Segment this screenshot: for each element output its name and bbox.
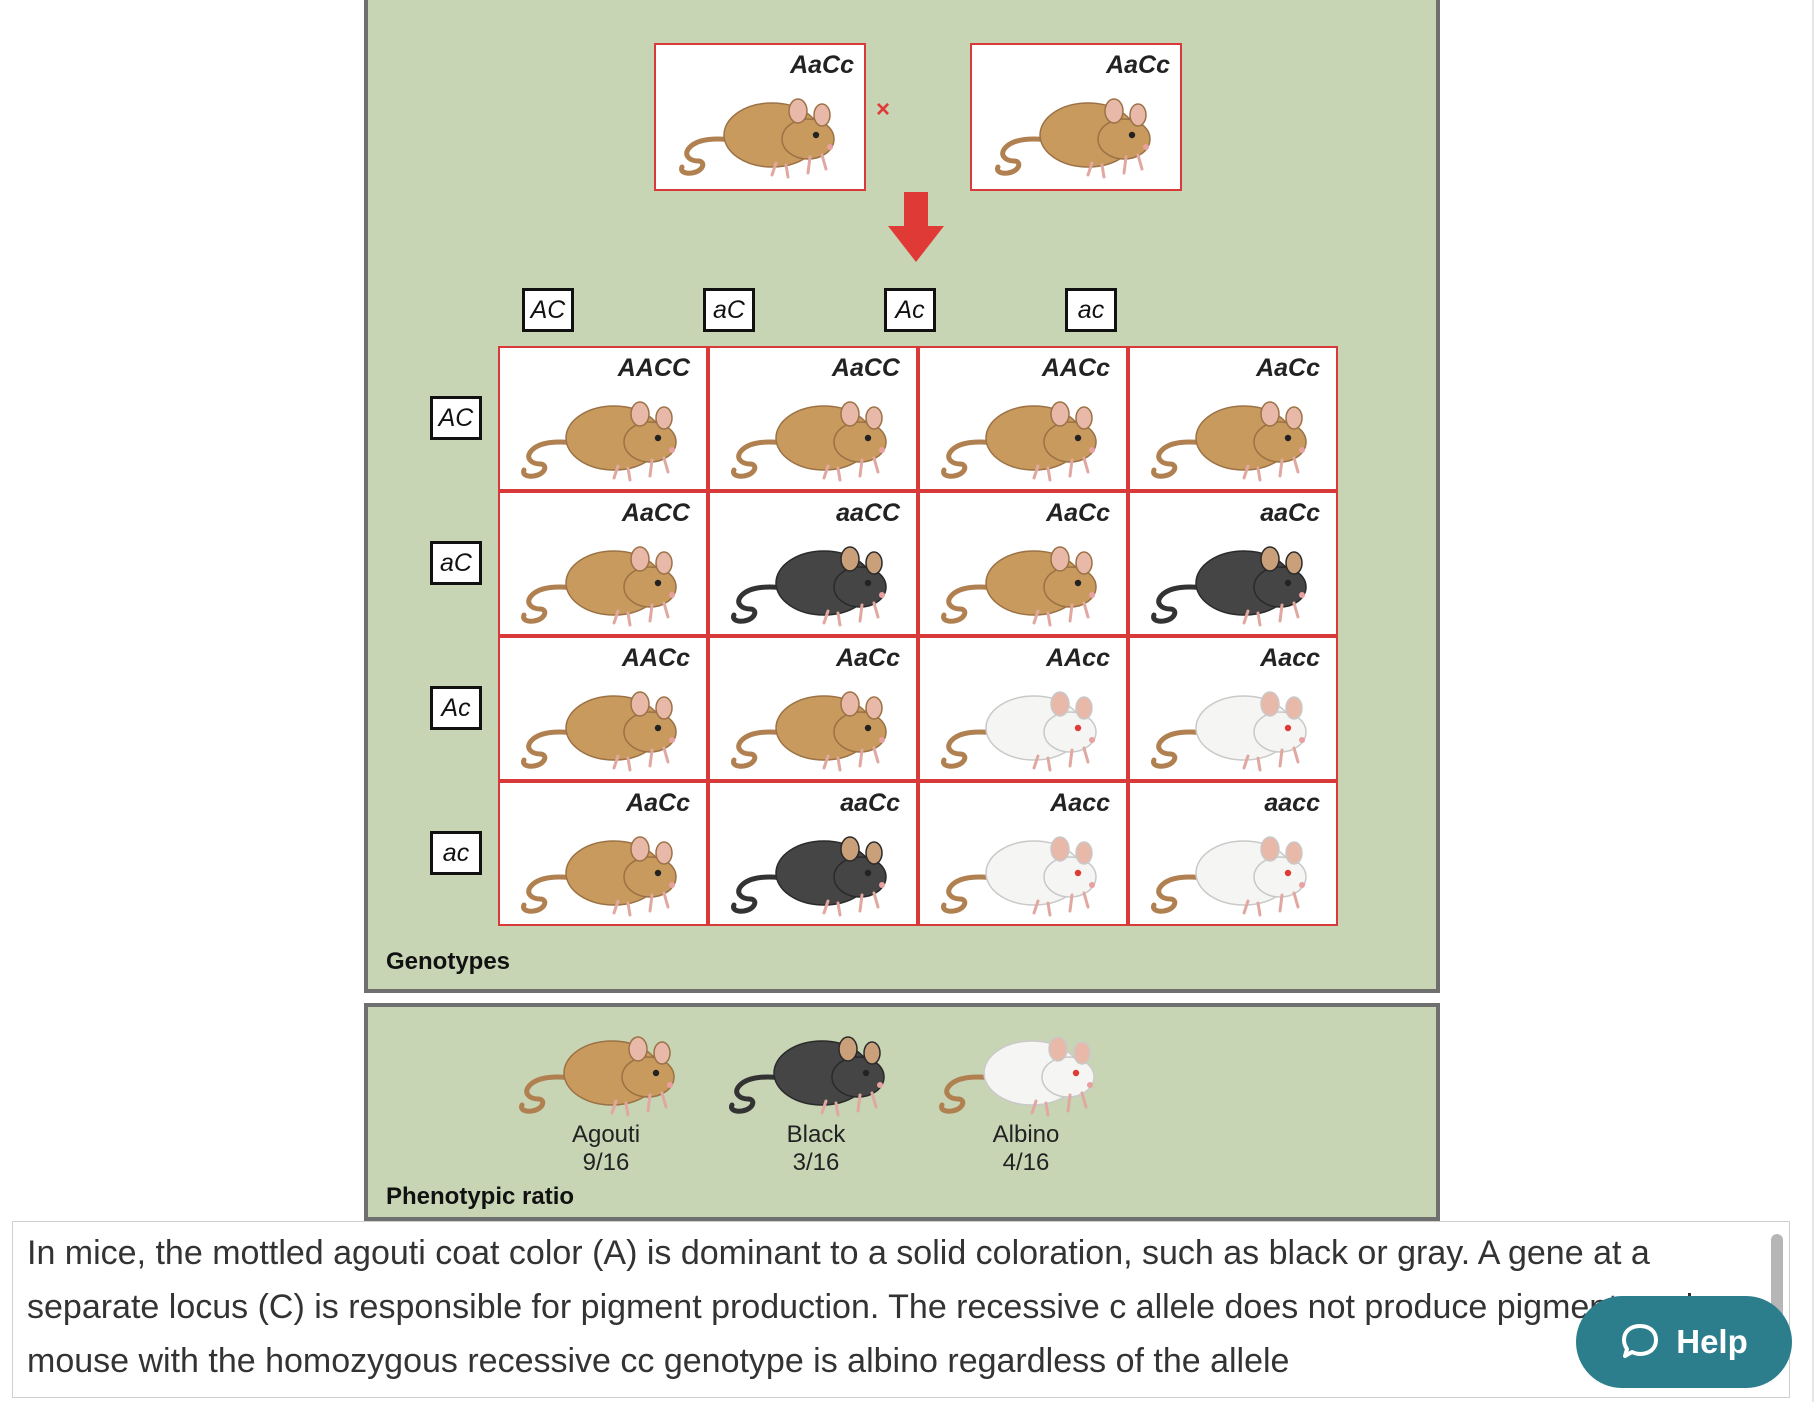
punnett-cell-r2-c1: AaCC bbox=[498, 491, 708, 636]
cell-genotype: AACc bbox=[1041, 354, 1110, 382]
gamete-row-1: AC bbox=[430, 396, 482, 440]
cell-genotype: aaCc bbox=[1260, 499, 1320, 527]
punnett-cell-r4-c4: aacc bbox=[1128, 781, 1338, 926]
cell-genotype: AaCc bbox=[1256, 354, 1320, 382]
punnett-cell-r3-c3: AAcc bbox=[918, 636, 1128, 781]
gamete-row-4: ac bbox=[430, 831, 482, 875]
cell-genotype: AaCc bbox=[836, 644, 900, 672]
albino-mouse-icon bbox=[1151, 691, 1307, 772]
punnett-cell-r4-c3: Aacc bbox=[918, 781, 1128, 926]
phenotype-name: Albino bbox=[992, 1121, 1060, 1148]
cell-genotype: AACC bbox=[617, 354, 690, 382]
gamete-column-3: Ac bbox=[884, 288, 936, 332]
parent-left: AaCc bbox=[654, 43, 866, 191]
parent-left-genotype: AaCc bbox=[790, 51, 854, 79]
agouti-mouse-icon bbox=[941, 546, 1097, 627]
black-mouse-icon bbox=[731, 836, 887, 917]
punnett-cell-r2-c3: AaCc bbox=[918, 491, 1128, 636]
gamete-column-4: ac bbox=[1065, 288, 1117, 332]
agouti-mouse-icon bbox=[521, 836, 677, 917]
punnett-cell-r1-c2: AaCC bbox=[708, 346, 918, 491]
punnett-cell-r2-c2: aaCC bbox=[708, 491, 918, 636]
cell-genotype: Aacc bbox=[1050, 789, 1110, 817]
cell-genotype: AaCc bbox=[1046, 499, 1110, 527]
phenotype-name: Black bbox=[786, 1121, 846, 1148]
phenotype-ratio: 9/16 bbox=[582, 1149, 630, 1176]
cell-genotype: AaCC bbox=[831, 354, 900, 382]
black-mouse-icon bbox=[729, 1036, 885, 1117]
punnett-cell-r1-c1: AACC bbox=[498, 346, 708, 491]
punnett-cell-r2-c4: aaCc bbox=[1128, 491, 1338, 636]
punnett-cell-r1-c4: AaCc bbox=[1128, 346, 1338, 491]
punnett-cell-r4-c1: AaCc bbox=[498, 781, 708, 926]
cell-genotype: AaCC bbox=[621, 499, 690, 527]
cell-genotype: aacc bbox=[1264, 789, 1320, 817]
cell-genotype: aaCc bbox=[840, 789, 900, 817]
agouti-mouse-icon bbox=[519, 1036, 675, 1117]
phenotype-name: Agouti bbox=[571, 1121, 641, 1148]
agouti-mouse-icon bbox=[521, 546, 677, 627]
chat-bubble-icon bbox=[1620, 1322, 1660, 1362]
parent-right: AaCc bbox=[970, 43, 1182, 191]
albino-mouse-icon bbox=[941, 691, 1097, 772]
phenotypic-ratio-label: Phenotypic ratio bbox=[386, 1183, 575, 1210]
question-text: In mice, the mottled agouti coat color (… bbox=[27, 1234, 1722, 1380]
gamete-column-1: AC bbox=[522, 288, 574, 332]
gamete-column-2: aC bbox=[703, 288, 755, 332]
down-arrow-icon bbox=[888, 192, 944, 262]
window-edge bbox=[1812, 0, 1814, 1402]
agouti-mouse-icon bbox=[521, 691, 677, 772]
punnett-square-panel: AaCc × AaCc AC aC Ac ac AC aC Ac ac AACC AaCC AA… bbox=[364, 0, 1440, 993]
gamete-row-2: aC bbox=[430, 541, 482, 585]
phenotype-ratio: 3/16 bbox=[792, 1149, 840, 1176]
albino-mouse-icon bbox=[939, 1036, 1095, 1117]
agouti-mouse-icon bbox=[995, 98, 1151, 179]
black-mouse-icon bbox=[731, 546, 887, 627]
scrollbar-thumb[interactable] bbox=[1771, 1234, 1783, 1324]
agouti-mouse-icon bbox=[679, 98, 835, 179]
agouti-mouse-icon bbox=[731, 691, 887, 772]
help-button[interactable]: Help bbox=[1576, 1296, 1792, 1388]
black-mouse-icon bbox=[1151, 546, 1307, 627]
gamete-row-3: Ac bbox=[430, 686, 482, 730]
cell-genotype: AAcc bbox=[1046, 644, 1110, 672]
punnett-cell-r3-c2: AaCc bbox=[708, 636, 918, 781]
phenotype-ratio: 4/16 bbox=[1002, 1149, 1050, 1176]
punnett-cell-r3-c4: Aacc bbox=[1128, 636, 1338, 781]
albino-mouse-icon bbox=[941, 836, 1097, 917]
agouti-mouse-icon bbox=[941, 401, 1097, 482]
punnett-cell-r3-c1: AACc bbox=[498, 636, 708, 781]
punnett-cell-r1-c3: AACc bbox=[918, 346, 1128, 491]
cell-genotype: AACc bbox=[621, 644, 690, 672]
punnett-cell-r4-c2: aaCc bbox=[708, 781, 918, 926]
albino-mouse-icon bbox=[1151, 836, 1307, 917]
cell-genotype: aaCC bbox=[836, 499, 900, 527]
cell-genotype: Aacc bbox=[1260, 644, 1320, 672]
cross-symbol: × bbox=[876, 96, 891, 123]
agouti-mouse-icon bbox=[521, 401, 677, 482]
agouti-mouse-icon bbox=[731, 401, 887, 482]
agouti-mouse-icon bbox=[1151, 401, 1307, 482]
cell-genotype: AaCc bbox=[626, 789, 690, 817]
genotypes-label: Genotypes bbox=[386, 948, 511, 975]
help-label: Help bbox=[1676, 1323, 1748, 1360]
question-text-area[interactable]: In mice, the mottled agouti coat color (… bbox=[12, 1221, 1790, 1398]
parent-right-genotype: AaCc bbox=[1106, 51, 1170, 79]
